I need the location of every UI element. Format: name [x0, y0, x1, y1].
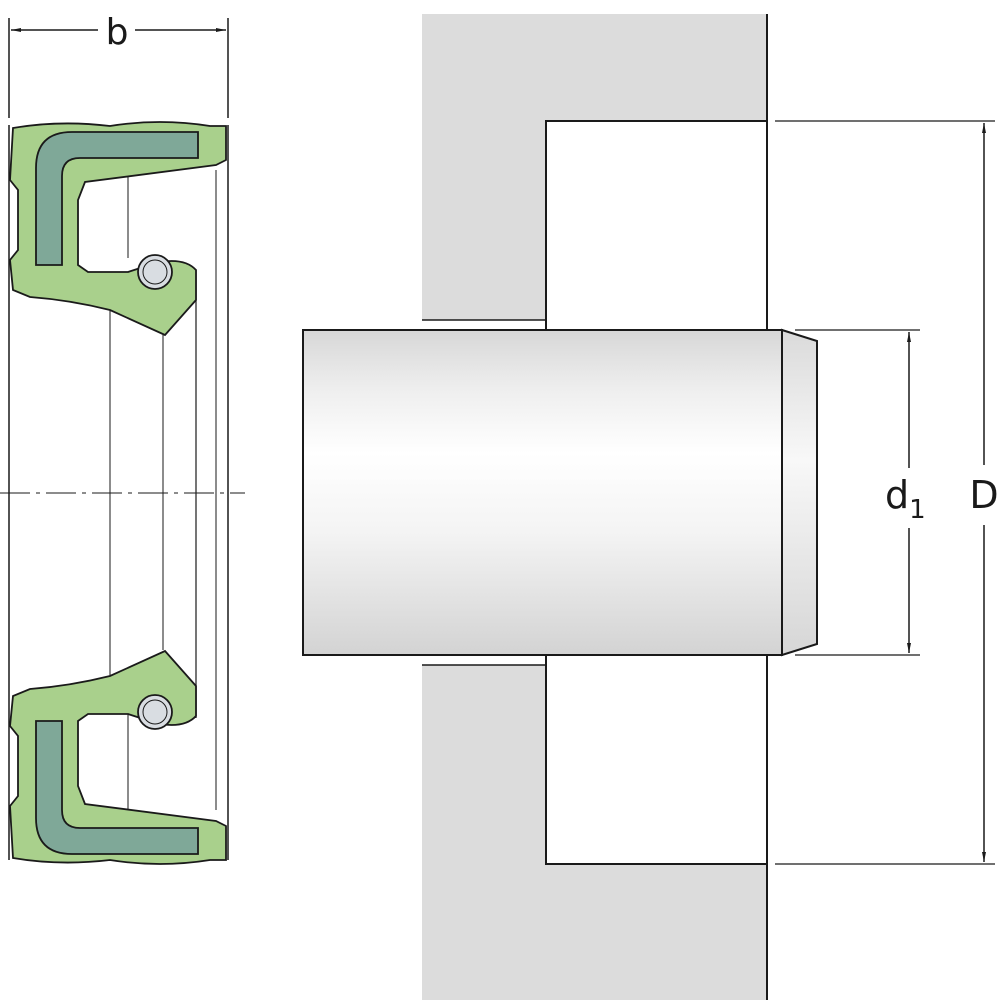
bore-diameter-dimension: D: [775, 120, 999, 865]
shaft-diameter-subscript: 1: [909, 495, 926, 525]
bore-outline-top: [545, 120, 767, 330]
shaft-diameter-label: d1: [885, 473, 926, 525]
spring-inner-ring: [142, 259, 168, 285]
shaft-chamfer: [781, 328, 818, 657]
metal-insert: [35, 720, 199, 855]
width-dimension: b: [8, 12, 229, 118]
shaft-diameter-dimension: d1: [795, 329, 926, 656]
bore-diameter-label: D: [969, 473, 998, 517]
width-label: b: [106, 12, 129, 53]
housing-bottom: [422, 665, 767, 1000]
shaft: [302, 329, 783, 656]
seal-profile-bottom: [9, 649, 227, 865]
bore-outline-bottom: [545, 655, 767, 865]
seal-profile-top: [9, 121, 227, 337]
shaft-diameter-symbol: d: [885, 473, 909, 517]
metal-insert: [35, 131, 199, 266]
spring-inner-ring: [142, 699, 168, 725]
housing-top: [422, 14, 767, 320]
seal-section: b: [0, 12, 245, 865]
housing-assembly: [302, 14, 818, 1000]
